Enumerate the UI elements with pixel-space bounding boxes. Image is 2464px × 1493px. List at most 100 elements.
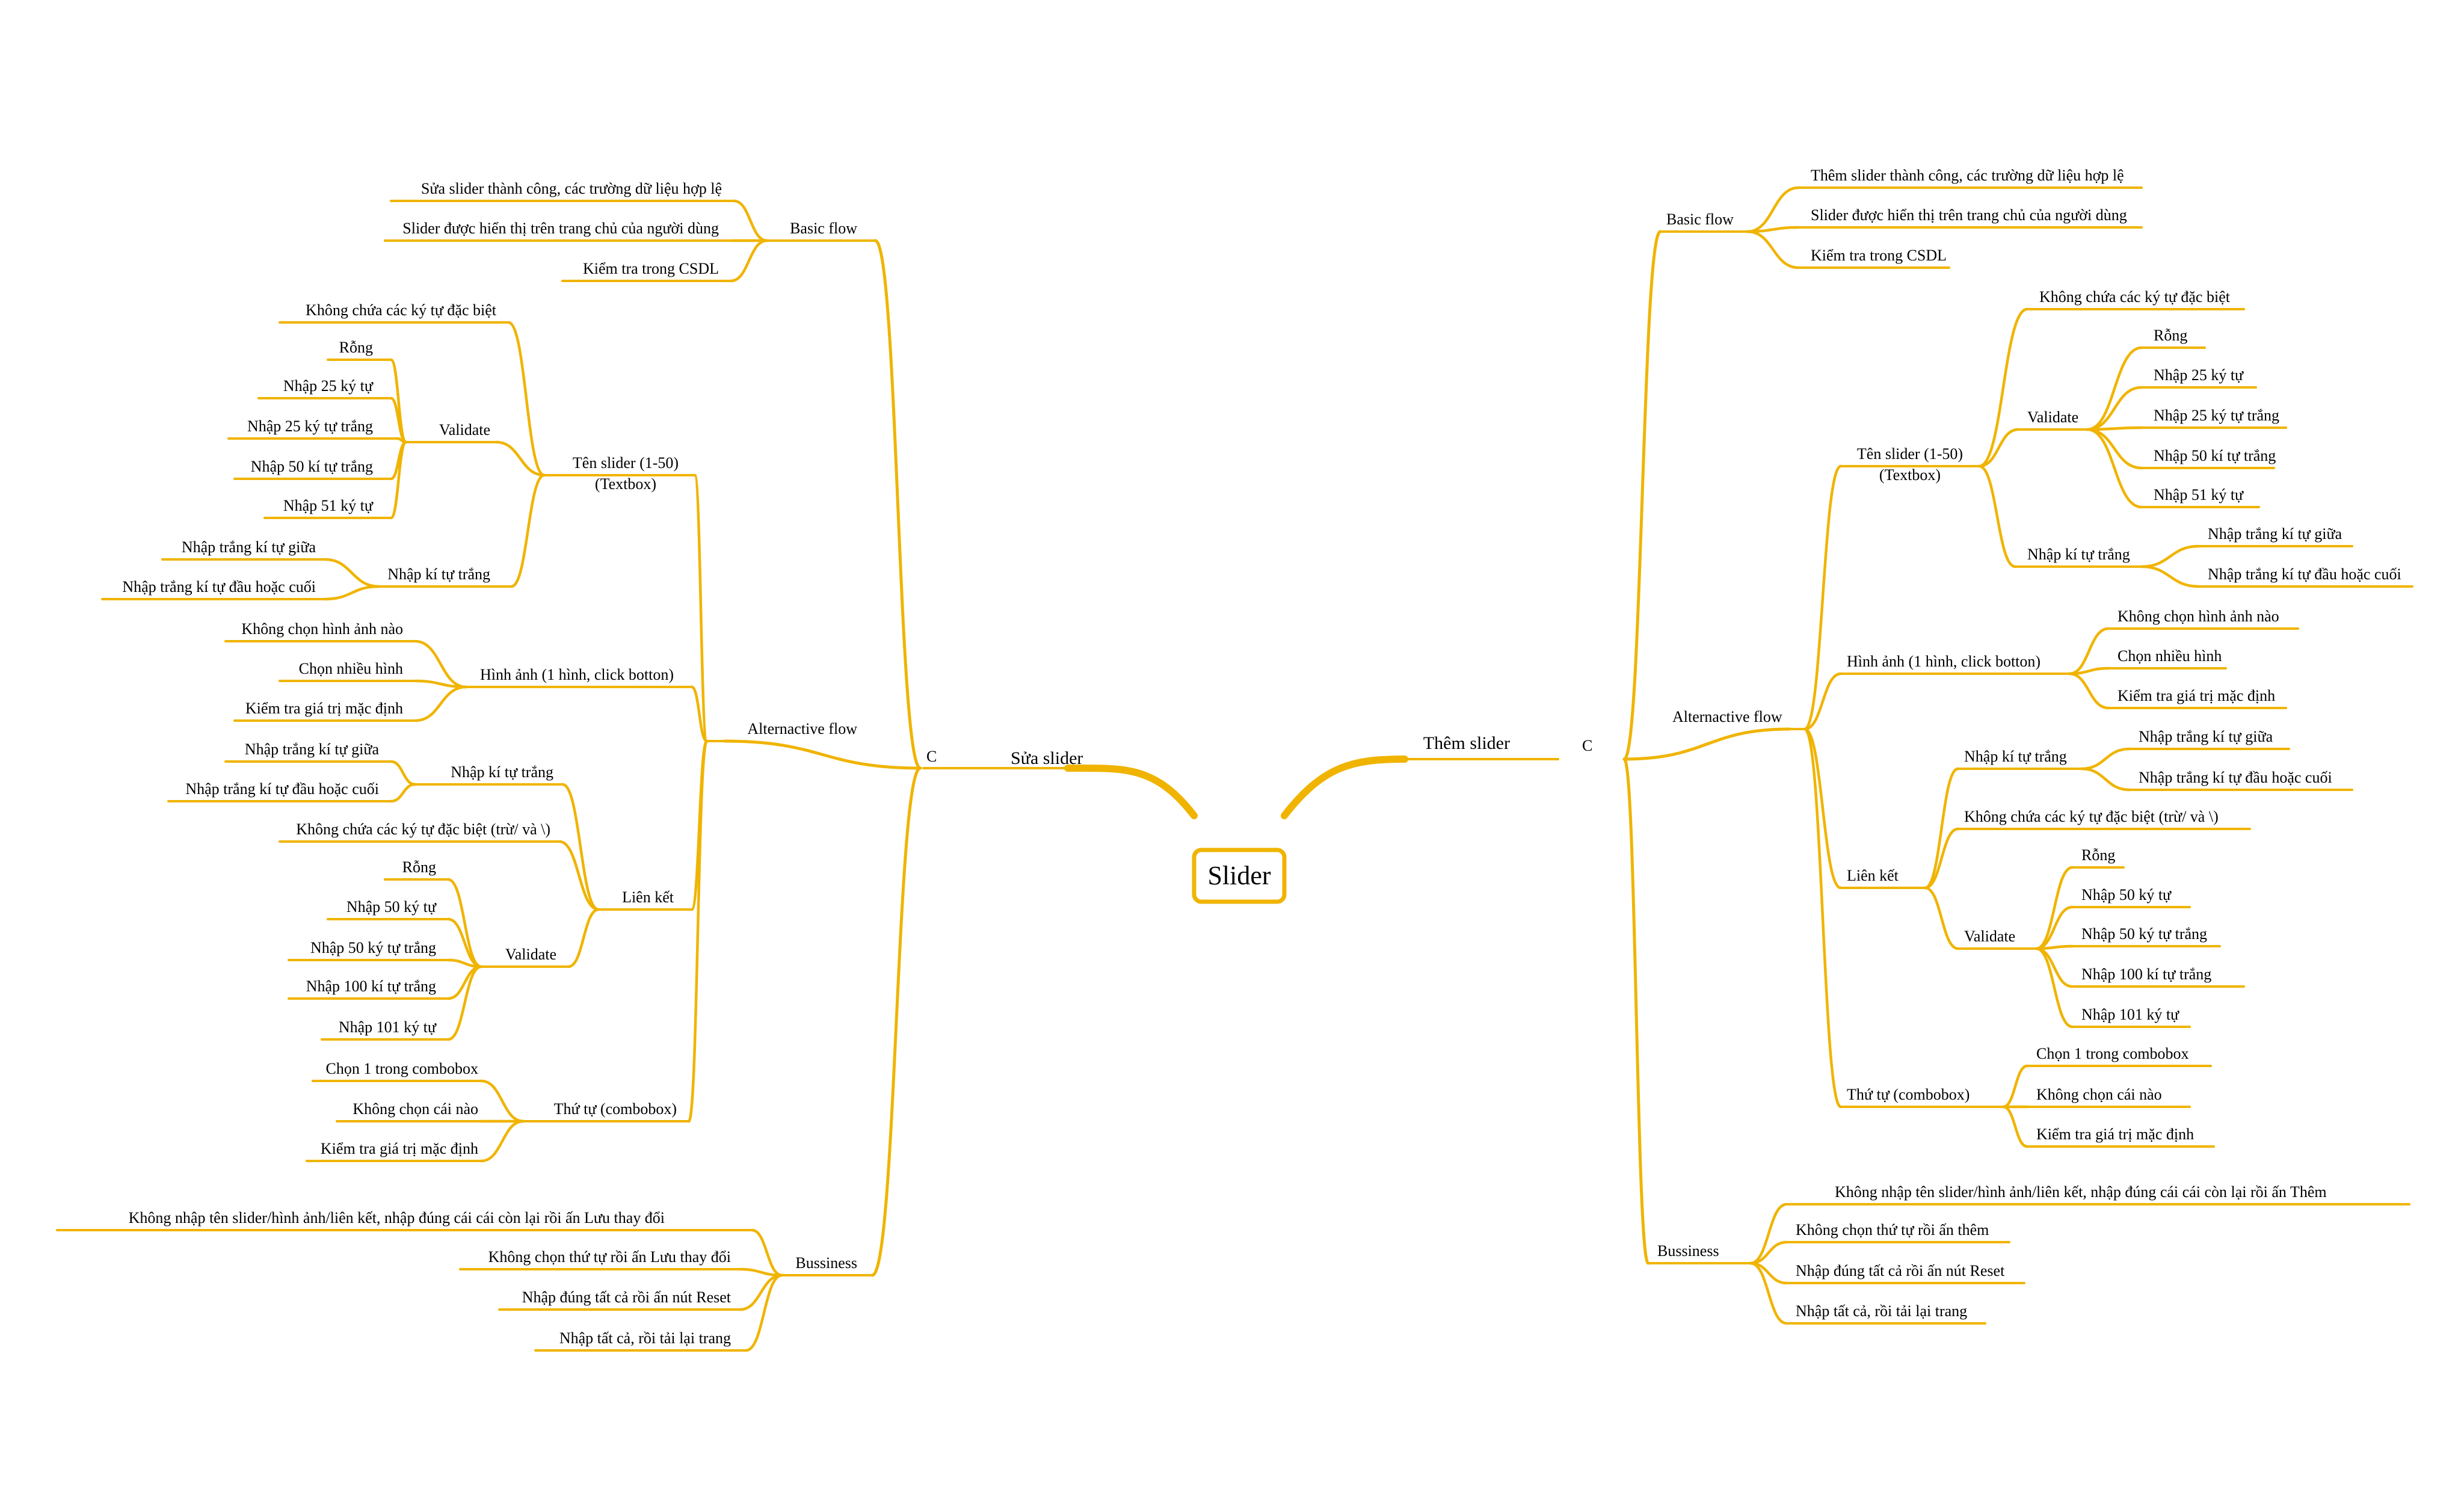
branch-connector (2034, 905, 2074, 950)
branch-connector (2034, 866, 2074, 950)
branch-connector (479, 1119, 525, 1163)
branch-connector (2068, 672, 2110, 710)
node-label: Slider được hiển thị trên trang chủ của … (402, 220, 719, 237)
node-label: Nhập 51 ký tự (283, 497, 374, 514)
branch-connector (558, 840, 600, 911)
node-label: Liên kết (1847, 867, 1899, 884)
node-label: Chọn nhiều hình (299, 660, 403, 677)
branch-connector (1749, 1261, 1788, 1325)
branch-connector (1803, 672, 1843, 731)
branch-connector (2080, 767, 2131, 792)
branch-connector (873, 239, 922, 770)
branch-connector (1923, 767, 1960, 890)
node-label: Nhập 25 ký tự (2154, 366, 2244, 384)
branch-connector (1746, 186, 1800, 233)
node-label: Nhập 50 kí tự trắng (2154, 447, 2276, 464)
node-label: Nhập kí tự trắng (1964, 748, 2067, 765)
node-label: Kiểm tra giá trị mặc định (2036, 1125, 2194, 1143)
branch-connector (413, 639, 468, 689)
node-label: Nhập 25 ký tự trắng (2154, 407, 2279, 424)
node-label: Không chọn cái nào (353, 1100, 478, 1118)
node-label: Tên slider (1-50)(Textbox) (1857, 445, 1963, 484)
branch-connector (2086, 428, 2143, 470)
branch-connector (1803, 727, 1843, 1109)
branch-connector (2140, 565, 2201, 588)
branch-connector (389, 783, 417, 803)
node-label: Nhập 50 kí tự trắng (251, 458, 373, 475)
connector-layer (56, 186, 2413, 1352)
branch-connector (2034, 947, 2074, 1029)
node-label: Kiểm tra giá trị mặc định (321, 1140, 478, 1157)
node-label: Nhập tất cả, rồi tải lại trang (1796, 1302, 1967, 1320)
group-label: Alternactive flow (1672, 708, 1782, 725)
node-label: Nhập 50 ký tự trắng (2081, 925, 2207, 943)
node-label: Nhập trắng kí tự đầu hoặc cuối (185, 780, 379, 798)
group-label: Bussiness (1657, 1242, 1719, 1260)
branch-connector (561, 783, 600, 911)
node-label: Nhập 101 ký tự (2081, 1006, 2179, 1023)
branch-connector (2080, 747, 2131, 771)
node-label: Nhập 100 kí tự trắng (306, 977, 436, 995)
main-connector-left (1064, 764, 1198, 819)
branch-connector (446, 965, 483, 1000)
branch-connector (870, 766, 922, 1277)
node-label: Nhập trắng kí tự giữa (2139, 728, 2273, 745)
branch-connector (323, 558, 381, 588)
group-label: Basic flow (790, 220, 857, 237)
branch-connector (1746, 230, 1800, 269)
branch-connector (1977, 464, 2017, 568)
node-label: Nhập 50 ký tự trắng (310, 939, 436, 956)
collapse-marker: C (926, 748, 937, 765)
node-label: Nhập 51 ký tự (2154, 486, 2244, 503)
branch-connector (389, 760, 417, 786)
node-label: Nhập trắng kí tự giữa (2208, 525, 2342, 543)
branch-connector (1977, 428, 2020, 468)
node-label: Không chọn thứ tự rồi ấn thêm (1796, 1221, 1989, 1239)
node-label: Sửa slider thành công, các trường dữ liệ… (421, 180, 722, 197)
branch-connector (732, 199, 769, 242)
branch-connector (2001, 1105, 2029, 1148)
node-label: Nhập 50 ký tự (2081, 886, 2172, 903)
node-label: Nhập trắng kí tự đầu hoặc cuối (122, 578, 316, 596)
node-label: Nhập 50 ký tự (346, 898, 437, 916)
node-label: Nhập 101 ký tự (339, 1018, 437, 1036)
node-label: Không chứa các ký tự đặc biệt (trừ/ và \… (1964, 808, 2219, 825)
main-connector-right (1281, 756, 1408, 819)
branch-connector (2001, 1064, 2029, 1109)
node-label: Không nhập tên slider/hình ảnh/liên kết,… (1835, 1183, 2327, 1201)
node-label: Nhập đúng tất cả rồi ấn nút Reset (1796, 1262, 2005, 1279)
node-label: Không chứa các ký tự đặc biệt (306, 301, 497, 319)
branch-connector (446, 965, 483, 1041)
branch-connector (2068, 627, 2110, 676)
node-label: Nhập trắng kí tự đầu hoặc cuối (2139, 769, 2332, 786)
node-label: Kiểm tra trong CSDL (583, 260, 719, 277)
node-label: Tên slider (1-50)(Textbox) (573, 454, 679, 493)
branch-connector (479, 1079, 525, 1123)
node-label: Nhập kí tự trắng (451, 763, 553, 781)
branch-connector (507, 321, 546, 477)
node-label: Không chọn hình ảnh nào (2118, 608, 2279, 625)
node-label: Chọn nhiều hình (2118, 647, 2222, 665)
node-label: Validate (439, 421, 490, 439)
node-label: Validate (1964, 928, 2015, 945)
node-label: Rỗng (402, 858, 436, 876)
branch-connector (1749, 1202, 1788, 1265)
node-label: Nhập kí tự trắng (387, 565, 490, 583)
branch-connector (567, 908, 600, 968)
branch-connector (1803, 727, 1843, 890)
branch-connector (2086, 386, 2143, 431)
branch-connector (1622, 230, 1662, 761)
branch-connector (323, 585, 381, 601)
node-label: Không chọn hình ảnh nào (241, 620, 403, 638)
branch-connector (2086, 428, 2143, 509)
root-node[interactable] (1192, 848, 1287, 904)
branch-connector (413, 685, 468, 722)
branch-connector (750, 1228, 784, 1277)
node-label: Validate (2027, 408, 2078, 426)
branch-connector (1977, 307, 2029, 468)
node-label: Chọn 1 trong combobox (326, 1060, 479, 1077)
branch-connector (1622, 757, 1650, 1265)
branch-connector (446, 917, 483, 968)
